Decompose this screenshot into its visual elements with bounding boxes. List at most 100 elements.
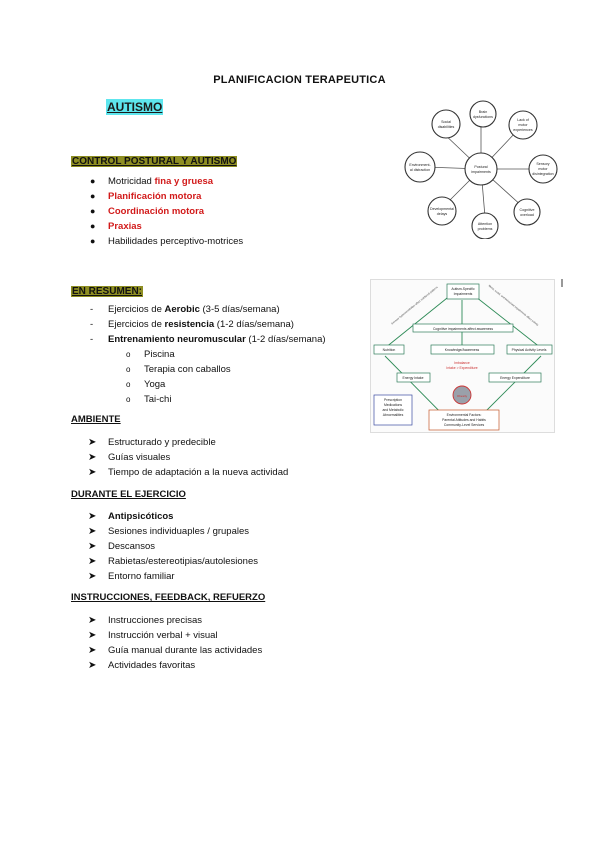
diagram-label: Sensory hypersensitivities affect nutrit… <box>390 285 439 326</box>
list-item: ➤Descansos <box>88 541 155 552</box>
list-item: ➤Actividades favoritas <box>88 660 196 671</box>
diagram-label: Obesity <box>457 394 468 398</box>
list-item: ➤Instrucción verbal + visual <box>88 630 218 641</box>
knowledge-box <box>430 344 495 355</box>
section-heading-resumen: EN RESUMEN: <box>71 286 144 297</box>
diagram-label: Physical Activity Levels <box>512 348 547 352</box>
list-item: ➤Tiempo de adaptación a la nueva activid… <box>88 467 289 478</box>
diagram-label: Environment- <box>409 163 431 167</box>
list-item: ➤Sesiones individuaples / grupales <box>88 526 250 537</box>
durante-list: ➤Antipsicóticos ➤Sesiones individuaples … <box>88 509 258 584</box>
arrow-bullet-icon: ➤ <box>88 615 97 626</box>
arrow-bullet-icon: ➤ <box>88 511 97 522</box>
diagram-label: Parental Attitudes and Habits <box>442 418 486 422</box>
diagram-label: Motor, social, and behavioral impairment… <box>488 284 540 328</box>
arrow-bullet-icon: ➤ <box>88 526 97 537</box>
diagram-label: disintegration <box>532 172 553 176</box>
list-item: -Entrenamiento neuromuscular (1-2 días/s… <box>90 334 326 345</box>
diagram-label: experiences <box>513 128 533 132</box>
list-item: -Ejercicios de Aerobic (3-5 días/semana) <box>90 304 280 315</box>
section-heading-ambiente: AMBIENTE <box>71 414 121 425</box>
node-circle <box>508 110 538 140</box>
diagram-label: al distraction <box>410 168 430 172</box>
list-item: ➤Instrucciones precisas <box>88 615 202 626</box>
diagram-label: Autism-Specific <box>451 287 475 291</box>
circle-bullet-icon: o <box>126 365 131 374</box>
cognitive-box <box>412 323 514 333</box>
instrucciones-list: ➤Instrucciones precisas ➤Instrucción ver… <box>88 613 263 673</box>
list-item: ➤Antipsicóticos <box>88 511 174 522</box>
diagram-label: Medications <box>384 403 402 407</box>
bullet-icon: ● <box>90 206 96 216</box>
diagram-label: Imbalance <box>454 361 470 365</box>
arrow-bullet-icon: ➤ <box>88 630 97 641</box>
diagram-label: overload <box>520 213 534 217</box>
section-heading-control-postural: CONTROL POSTURAL Y AUTISMO <box>71 156 238 167</box>
arrow-bullet-icon: ➤ <box>88 437 97 448</box>
diagram-label: impairments <box>471 170 491 174</box>
obesity-node <box>452 385 472 405</box>
list-item: ●Planificación motora <box>90 191 202 202</box>
list-item: ➤Estructurado y predecible <box>88 437 216 448</box>
diagram-label: Lack of <box>517 118 529 122</box>
list-item: -Ejercicios de resistencia (1-2 días/sem… <box>90 319 294 330</box>
circle-bullet-icon: o <box>126 380 131 389</box>
arrow-bullet-icon: ➤ <box>88 467 97 478</box>
diagram-label: Attention <box>478 222 492 226</box>
list-item: ➤Rabietas/estereotipias/autolesiones <box>88 556 258 567</box>
prescription-box <box>373 394 413 426</box>
bullet-icon: ● <box>90 176 96 186</box>
section-heading-durante: DURANTE EL EJERCICIO <box>71 489 186 500</box>
diagram-label: delays <box>437 212 448 216</box>
diagram-label: motor <box>538 167 548 171</box>
node-circle <box>427 196 457 226</box>
list-item: ➤Guía manual durante las actividades <box>88 645 263 656</box>
bullet-icon: ● <box>90 221 96 231</box>
energy-expenditure-box <box>488 372 542 383</box>
page-title: PLANIFICACION TERAPEUTICA <box>213 74 386 86</box>
section-heading-instrucciones: INSTRUCCIONES, FEEDBACK, REFUERZO <box>71 592 266 603</box>
diagram-label: Intake > Expenditure <box>446 366 477 370</box>
nutrition-box <box>373 344 405 355</box>
diagram-label: disabilities <box>438 125 455 129</box>
diagram-label: Social <box>441 120 451 124</box>
diagram-label: Developmental <box>430 207 454 211</box>
diagram-label: Prescription <box>384 398 402 402</box>
diagram-label: Postural <box>474 165 487 169</box>
autism-obesity-diagram: Autism-Specific Impairments Cognitive im… <box>370 279 555 433</box>
environmental-box <box>428 409 500 431</box>
node-circle <box>513 198 541 226</box>
diagram-label: motor <box>518 123 528 127</box>
diagram-label: Cognitive impairments affect awareness <box>433 327 493 331</box>
node-circle <box>431 109 461 139</box>
diagram-label: Sensory <box>536 162 549 166</box>
list-item: ➤Entorno familiar <box>88 571 175 582</box>
arrow-bullet-icon: ➤ <box>88 660 97 671</box>
arrow-bullet-icon: ➤ <box>88 541 97 552</box>
node-circle <box>469 100 497 128</box>
arrow-bullet-icon: ➤ <box>88 571 97 582</box>
autism-impairments-box <box>446 283 480 300</box>
diagram-label: Brain <box>479 110 487 114</box>
node-circle <box>471 212 499 239</box>
postural-impairments-diagram: Postural impairments Brain dysfunctions … <box>404 100 558 239</box>
ambiente-list: ➤Estructurado y predecible ➤Guías visual… <box>88 435 289 480</box>
diagram-label: Energy Intake <box>403 376 424 380</box>
divider <box>561 279 563 287</box>
diagram-label: Impairments <box>454 292 473 296</box>
node-circle <box>528 154 558 184</box>
list-item: ●Praxias <box>90 221 142 232</box>
diagram-label: and Metabolic <box>382 408 403 412</box>
diagram-label: Nutrition <box>383 348 396 352</box>
diagram-label: Environmental Factors: <box>447 413 482 417</box>
bullet-icon: ● <box>90 236 96 246</box>
bullet-icon: ● <box>90 191 96 201</box>
node-circle <box>404 151 436 183</box>
diagram-label: dysfunctions <box>473 115 493 119</box>
diagram-label: Knowledge/Awareness <box>445 348 480 352</box>
arrow-bullet-icon: ➤ <box>88 452 97 463</box>
arrow-bullet-icon: ➤ <box>88 645 97 656</box>
main-heading: AUTISMO <box>106 99 164 115</box>
